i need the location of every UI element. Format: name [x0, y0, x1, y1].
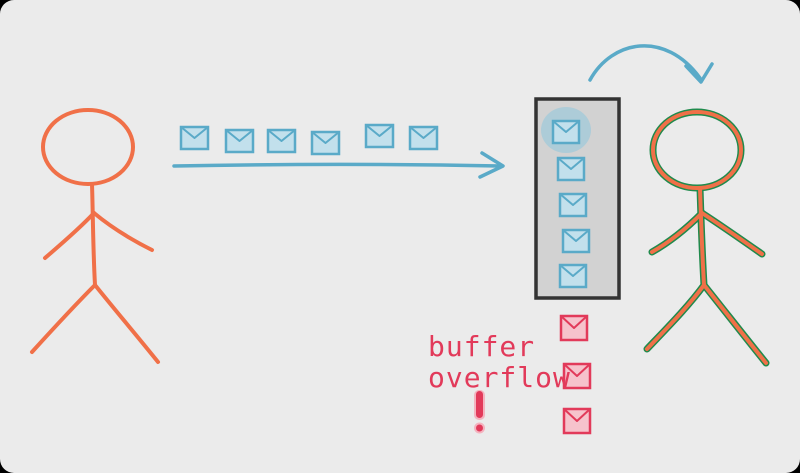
receiver-fill [645, 110, 768, 365]
overflow-label-line2: overflow [428, 361, 571, 394]
delivery-arrow-curve [588, 44, 702, 82]
delivery-arrow [588, 44, 714, 84]
overflow-message-2 [562, 362, 592, 390]
transmission-arrow-head [478, 151, 505, 179]
receiver-left-arm [650, 211, 704, 254]
sender-head [41, 108, 135, 186]
receiver-body [698, 186, 706, 287]
sender-right-arm [92, 211, 154, 252]
transit-message-2 [224, 128, 255, 154]
delivery-arrow-head [684, 62, 714, 84]
overflow-message-1 [559, 314, 589, 342]
sender-right-leg [93, 283, 160, 364]
transit-message-4 [310, 130, 341, 156]
messages-in-transit [179, 123, 439, 156]
transmission-arrow-shaft [172, 162, 502, 168]
transit-message-5 [364, 123, 395, 149]
receiver-figure [643, 108, 770, 367]
overflow-message-3 [562, 407, 592, 435]
sender-body [90, 182, 97, 287]
transit-message-3 [266, 128, 297, 154]
buffer-message-4 [561, 228, 591, 254]
buffer-message-3 [558, 192, 588, 218]
exclamation-icon [474, 390, 485, 434]
buffer-message-5 [558, 263, 588, 289]
sender-figure [30, 108, 160, 364]
overflow-label-line1: buffer [428, 330, 535, 363]
overflow-messages [559, 314, 592, 435]
transit-message-6 [408, 125, 439, 151]
transmission-arrow [172, 151, 505, 179]
sender-left-leg [30, 283, 97, 354]
buffer-message-1 [551, 119, 581, 145]
receiver-right-leg [702, 283, 768, 365]
receiver-right-arm [700, 211, 764, 256]
receiver-head [651, 110, 743, 190]
buffer [534, 97, 621, 300]
receiver-left-leg [645, 283, 706, 351]
transit-message-1 [179, 125, 210, 151]
buffer-message-2 [556, 156, 586, 182]
sender-left-arm [43, 211, 96, 260]
